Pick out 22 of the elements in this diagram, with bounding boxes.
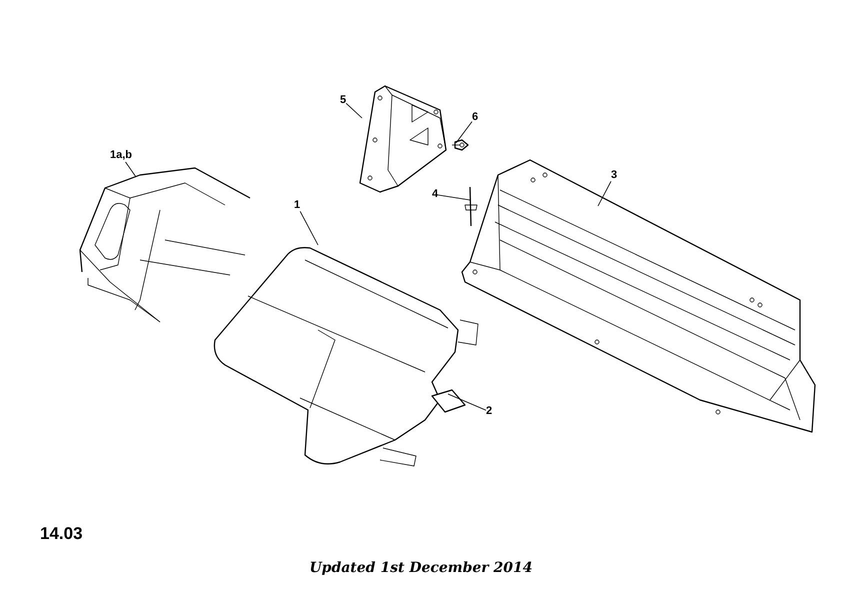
- callout-number: 2: [486, 405, 492, 418]
- part-drawing: [79, 167, 251, 322]
- leader-line: [598, 180, 612, 206]
- callout-number: 1a,b: [110, 149, 132, 162]
- callout-number: 6: [472, 111, 478, 124]
- part-drawing: [464, 186, 478, 226]
- leader-line: [300, 210, 318, 246]
- part-drawing: [214, 247, 478, 466]
- part-drawing: [461, 159, 816, 433]
- figure-number: 14.03: [40, 524, 83, 544]
- callout-number: 4: [432, 188, 438, 201]
- caption: Updated 1st December 2014: [308, 560, 534, 576]
- leader-line: [125, 162, 136, 178]
- leader-line: [438, 194, 470, 200]
- callout-number: 3: [611, 169, 618, 182]
- callout-number: 5: [340, 94, 346, 107]
- part-drawing: [452, 139, 469, 151]
- leader-line: [346, 102, 362, 118]
- leader-line: [448, 394, 486, 411]
- callout-number: 1: [294, 199, 300, 212]
- leader-line: [456, 121, 472, 144]
- part-drawing: [431, 389, 466, 413]
